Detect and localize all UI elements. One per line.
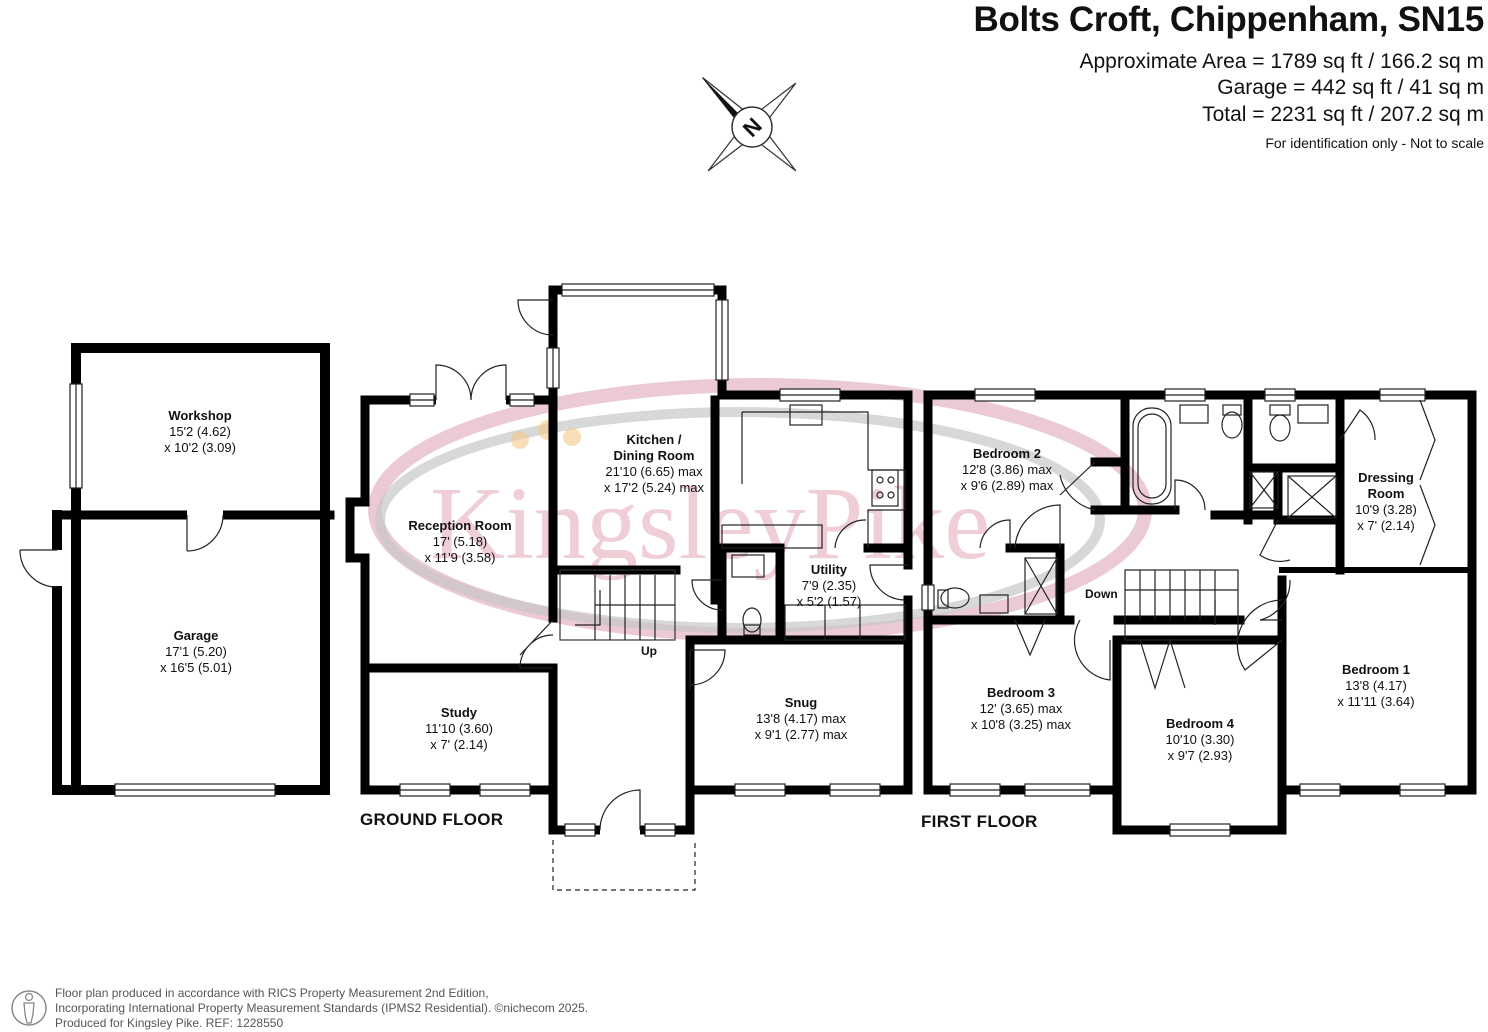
room-label-utility: Utility 7'9 (2.35) x 5'2 (1.57)	[796, 562, 862, 609]
room-label-snug: Snug 13'8 (4.17) max x 9'1 (2.77) max	[754, 695, 848, 742]
room-label-bedroom-3: Bedroom 3 12' (3.65) max x 10'8 (3.25) m…	[970, 685, 1072, 732]
footer-line-3: Produced for Kingsley Pike. REF: 1228550	[55, 1016, 284, 1030]
room-label-kitchen-dining: Kitchen / Dining Room 21'10 (6.65) max x…	[603, 432, 705, 495]
ground-floor-walls	[345, 285, 913, 835]
room-label-bedroom-1: Bedroom 1 13'8 (4.17) x 11'11 (3.64)	[1337, 662, 1415, 709]
outbuilding-details	[19, 383, 276, 797]
approximate-area: Approximate Area = 1789 sq ft / 166.2 sq…	[1079, 50, 1485, 73]
watermark-logo: KingsleyPike	[368, 378, 1152, 642]
stairs-up-label: Up	[641, 644, 657, 658]
property-title: Bolts Croft, Chippenham, SN15	[973, 0, 1484, 39]
identification-note: For identification only - Not to scale	[1265, 135, 1484, 151]
first-floor-details	[921, 388, 1446, 837]
room-label-study: Study 11'10 (3.60) x 7' (2.14)	[424, 705, 494, 752]
ground-floor-details	[399, 283, 908, 891]
north-compass-icon: N	[702, 77, 797, 172]
room-label-bedroom-2: Bedroom 2 12'8 (3.86) max x 9'6 (2.89) m…	[960, 446, 1054, 493]
stairs-down-label: Down	[1085, 587, 1118, 601]
footer-line-1: Floor plan produced in accordance with R…	[55, 986, 489, 1000]
garage-area: Garage = 442 sq ft / 41 sq m	[1217, 76, 1484, 99]
first-floor-label: FIRST FLOOR	[921, 812, 1038, 831]
room-label-workshop: Workshop 15'2 (4.62) x 10'2 (3.09)	[164, 408, 236, 455]
footer-notes: Floor plan produced in accordance with R…	[55, 986, 588, 1031]
room-label-reception: Reception Room 17' (5.18) x 11'9 (3.58)	[408, 518, 512, 565]
person-scale-icon	[11, 990, 47, 1026]
room-label-dressing-room: Dressing Room 10'9 (3.28) x 7' (2.14)	[1355, 470, 1417, 533]
footer-line-2: Incorporating International Property Mea…	[55, 1001, 589, 1015]
room-label-bedroom-4: Bedroom 4 10'10 (3.30) x 9'7 (2.93)	[1165, 716, 1235, 763]
ground-floor-label: GROUND FLOOR	[360, 810, 504, 829]
watermark-text: KingsleyPike	[430, 466, 990, 581]
room-label-garage: Garage 17'1 (5.20) x 16'5 (5.01)	[160, 628, 232, 675]
total-area: Total = 2231 sq ft / 207.2 sq m	[1202, 103, 1484, 126]
